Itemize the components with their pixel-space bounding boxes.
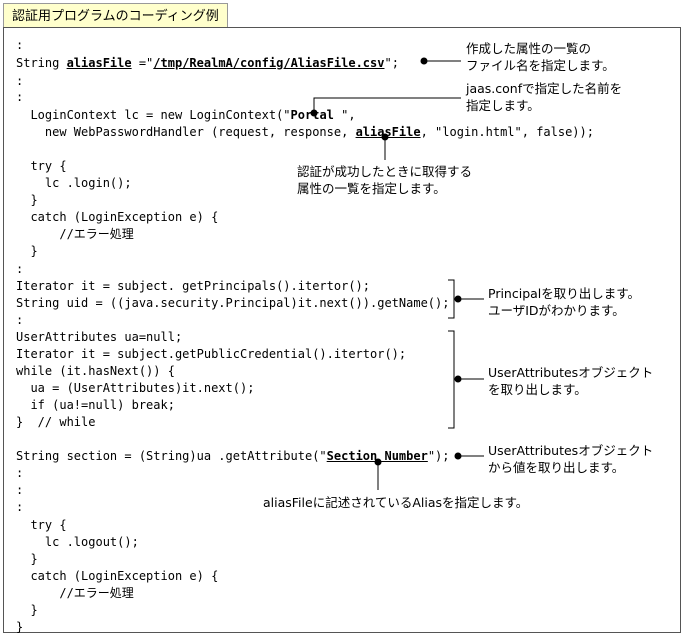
brace-line: } (16, 603, 38, 617)
brace-line: } (16, 552, 38, 566)
try-line: try { (16, 518, 67, 532)
note-alias-file: 作成した属性の一覧の ファイル名を指定します。 (466, 40, 615, 74)
ellipsis-line: : (16, 38, 24, 52)
section-line: String section = (String)ua .getAttribut… (16, 448, 450, 464)
note-line: 指定します。 (466, 98, 540, 113)
note-ua-value: UserAttributesオブジェクト から値を取り出します。 (488, 442, 653, 476)
code-text: String section = (String)ua .getAttribut… (16, 449, 327, 463)
logout-call-line: lc .logout(); (16, 535, 139, 549)
code-text: "; (384, 56, 399, 70)
credential-iterator-line: Iterator it = subject.getPublicCredentia… (16, 347, 407, 361)
alias-file-line: String aliasFile ="/tmp/RealmA/config/Al… (16, 55, 399, 71)
note-line: jaas.confで指定した名前を (466, 81, 623, 96)
note-line: 認証が成功したときに取得する (297, 164, 473, 179)
login-context-line: LoginContext lc = new LoginContext("Port… (16, 107, 356, 123)
note-jaas: jaas.confで指定した名前を 指定します。 (466, 80, 622, 114)
note-line: Principalを取り出します。 (488, 286, 641, 301)
note-auth-attributes: 認証が成功したときに取得する 属性の一覧を指定します。 (297, 163, 472, 197)
ellipsis-line: : (16, 500, 24, 514)
alias-file-path: /tmp/RealmA/config/AliasFile.csv (153, 56, 385, 70)
ellipsis-line: : (16, 466, 24, 480)
ua-null-line: UserAttributes ua=null; (16, 330, 183, 344)
brace-line: } (16, 620, 24, 634)
while-line: while (it.hasNext()) { (16, 364, 175, 378)
code-text: =" (131, 56, 154, 70)
connector-line (313, 97, 461, 113)
ellipsis-line: : (16, 262, 24, 276)
note-line: 作成した属性の一覧の (466, 41, 592, 56)
code-text: LoginContext lc = new LoginContext(" (16, 108, 291, 122)
principals-iterator-line: Iterator it = subject. getPrincipals().i… (16, 279, 371, 293)
login-call-line: lc .login(); (16, 176, 132, 190)
code-text: , "login.html", false)); (420, 125, 594, 139)
note-line: UserAttributesオブジェクト (488, 443, 654, 458)
ellipsis-line: : (16, 313, 24, 327)
code-text: "); (427, 449, 450, 463)
while-close-line: } // while (16, 415, 96, 429)
ellipsis-line: : (16, 74, 24, 88)
ua-assign-line: ua = (UserAttributes)it.next(); (16, 381, 255, 395)
note-principal: Principalを取り出します。 ユーザIDがわかります。 (488, 285, 640, 319)
try-line: try { (16, 159, 67, 173)
note-line: UserAttributesオブジェクト (488, 365, 654, 380)
note-line: から値を取り出します。 (488, 460, 625, 475)
bracket-line (448, 330, 455, 429)
catch-line: catch (LoginException e) { (16, 569, 219, 583)
catch-line: catch (LoginException e) { (16, 210, 219, 224)
note-line: ユーザIDがわかります。 (488, 303, 625, 318)
ua-check-line: if (ua!=null) break; (16, 398, 175, 412)
alias-file-variable: aliasFile (66, 56, 132, 70)
note-line: 属性の一覧を指定します。 (297, 181, 446, 196)
password-handler-line: new WebPasswordHandler (request, respons… (16, 124, 594, 140)
comment-line: //エラー処理 (16, 227, 134, 241)
uid-line: String uid = ((java.security.Principal)i… (16, 296, 450, 310)
ellipsis-line: : (16, 90, 24, 104)
code-text: String (16, 56, 67, 70)
code-example-box (3, 27, 681, 633)
comment-line: //エラー処理 (16, 586, 134, 600)
brace-line: } (16, 193, 38, 207)
brace-line: } (16, 244, 38, 258)
alias-file-argument: aliasFile (355, 125, 421, 139)
note-alias-spec: aliasFileに記述されているAliasを指定します。 (263, 495, 529, 510)
code-text: new WebPasswordHandler (request, respons… (16, 125, 356, 139)
note-line: を取り出します。 (488, 382, 587, 397)
note-ua-object: UserAttributesオブジェクト を取り出します。 (488, 364, 653, 398)
bracket-line (448, 279, 455, 319)
note-line: ファイル名を指定します。 (466, 58, 615, 73)
page-title: 認証用プログラムのコーディング例 (3, 3, 228, 28)
section-number-attr: Section Number (326, 449, 428, 463)
ellipsis-line: : (16, 483, 24, 497)
code-text: ", (333, 108, 356, 122)
